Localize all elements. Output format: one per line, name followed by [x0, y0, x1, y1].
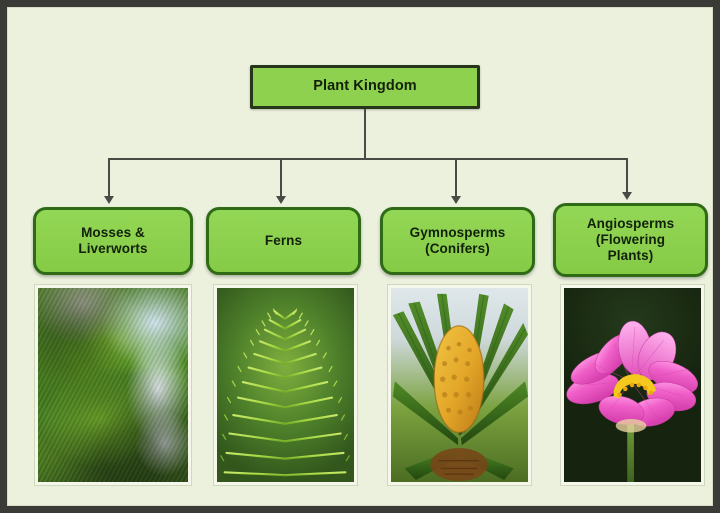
- gymnosperms-photo-content: [391, 288, 528, 482]
- node-angiosperms-line1: Angiosperms: [586, 216, 675, 232]
- node-mosses-liverworts[interactable]: Mosses & Liverworts: [33, 207, 193, 275]
- arrow-head-3: [451, 196, 461, 204]
- cosmos-flower-icon: [566, 320, 698, 482]
- node-angiosperms[interactable]: Angiosperms (Flowering Plants): [553, 203, 708, 277]
- connector-drop-3: [455, 158, 457, 198]
- angiosperms-photo: [561, 285, 704, 485]
- node-gymnosperms-line2: (Conifers): [425, 241, 490, 256]
- gymnosperms-photo: [388, 285, 531, 485]
- node-ferns-line1: Ferns: [264, 233, 303, 249]
- connector-drop-4: [626, 158, 628, 194]
- arrow-head-4: [622, 192, 632, 200]
- fern-frond-icon: [220, 307, 350, 480]
- arrow-head-1: [104, 196, 114, 204]
- node-ferns[interactable]: Ferns: [206, 207, 361, 275]
- node-plant-kingdom-label: Plant Kingdom: [313, 78, 417, 95]
- connector-drop-2: [280, 158, 282, 198]
- node-gymnosperms-line1: Gymnosperms: [409, 225, 506, 241]
- arrow-head-2: [276, 196, 286, 204]
- diagram-canvas: Plant Kingdom Mosses & Liverworts Ferns: [7, 7, 713, 506]
- connector-root-stem: [364, 109, 366, 159]
- ferns-photo: [214, 285, 357, 485]
- mosses-liverworts-photo: [35, 285, 191, 485]
- connector-drop-1: [108, 158, 110, 198]
- node-angiosperms-line2: (Flowering: [595, 232, 666, 248]
- connector-bus: [108, 158, 627, 160]
- angiosperms-photo-content: [564, 288, 701, 482]
- node-angiosperms-line3: Plants): [607, 247, 654, 263]
- ferns-photo-content: [217, 288, 354, 482]
- node-mosses-liverworts-line1: Mosses &: [81, 225, 145, 241]
- node-mosses-liverworts-line2: Liverworts: [78, 241, 148, 256]
- mosses-liverworts-photo-content: [38, 288, 188, 482]
- node-plant-kingdom[interactable]: Plant Kingdom: [250, 65, 480, 109]
- cycad-cone-icon: [392, 293, 528, 482]
- node-gymnosperms[interactable]: Gymnosperms (Conifers): [380, 207, 535, 275]
